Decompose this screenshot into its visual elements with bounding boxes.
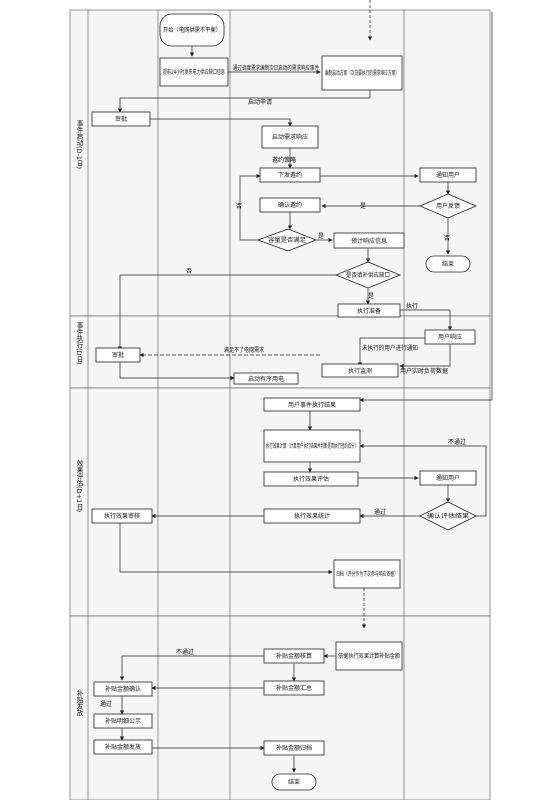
edge-label-via-release: 通过调度需求编制次日启动的需求响应事件: [233, 64, 319, 72]
phase-label-1: 事件启动(D-1日): [75, 119, 83, 169]
node-confirm-eval-text: 确认评估结果: [427, 512, 469, 520]
swimlane-grid: [69, 9, 491, 800]
node-confirm-eval: 确认评估结果: [419, 501, 477, 531]
node-eval-stats: 执行效果统计: [263, 508, 361, 524]
node-eval-approve-text: 执行效果审核: [104, 512, 140, 520]
node-eval-assess-text: 执行效果评估: [293, 475, 329, 483]
edge-label-not-met: 满足不了电网需求: [224, 346, 264, 354]
node-user-feedback: 用户反馈: [418, 193, 478, 219]
edge-label-yes: 是: [368, 293, 374, 300]
node-dispatch: 下发邀约: [259, 167, 321, 183]
node-end-1-text: 结束: [442, 260, 454, 268]
node-eval-stats-text: 执行效果统计: [294, 512, 330, 520]
edges: [117, 0, 493, 773]
node-archive-text: 归档（评分作为下次参与响应依据）: [336, 570, 398, 578]
node-subsidy-summary: 补贴金额汇总: [263, 680, 325, 696]
edge-label-no: 否: [186, 268, 192, 275]
node-dispatch-text: 下发邀约: [278, 171, 302, 179]
node-confirm-invite: 确认邀约: [259, 197, 321, 213]
node-subsidy-archive: 补贴金额归档: [263, 740, 325, 756]
edge-label-invite-strategy: 邀约策略: [272, 156, 296, 164]
node-notify-user-2-text: 通知用户: [436, 474, 460, 482]
node-orderly-power: 启动有序用电: [233, 372, 299, 385]
node-approve-2: 审批: [95, 347, 141, 363]
node-user-response-text: 用户响应: [438, 333, 462, 341]
node-notify-user-1: 通知用户: [419, 167, 477, 183]
edge-label-fail: 不通过: [448, 438, 466, 446]
node-subsidy-check: 补贴金额核算: [263, 648, 325, 664]
phase-band-1: [69, 9, 491, 317]
node-subsidy-public: 补贴明细公示: [93, 713, 153, 729]
node-subsidy-pay: 补贴金额发放: [93, 739, 153, 755]
edge-label-unexec-user: 未执行的用户进行通知: [362, 344, 418, 352]
node-meet-decision: 容量是否满足: [256, 228, 318, 252]
node-est-response-text: 预计响应信息: [351, 237, 387, 245]
node-end-1: 结束: [425, 255, 471, 273]
phase-label-3: 效果评估(D+1日): [75, 459, 83, 512]
node-eval-assess: 执行效果评估: [263, 471, 359, 487]
node-orderly-power-text: 启动有序用电: [248, 375, 284, 383]
node-approve-2-text: 审批: [112, 351, 124, 359]
node-exec-prepare: 执行准备: [337, 303, 401, 318]
node-meet-decision-text: 容量是否满足: [268, 236, 306, 244]
edge-label-execute: 执行: [406, 302, 418, 310]
node-user-feedback-text: 用户反馈: [436, 202, 460, 210]
node-event-result: 用户事件执行结果: [263, 397, 361, 412]
node-subsidy-confirm: 补贴金额确认: [93, 681, 153, 697]
node-end-2: 结束: [271, 773, 317, 791]
edge-label-no: 否: [236, 203, 242, 210]
node-user-response: 用户响应: [424, 329, 476, 345]
edge-label-yes: 是: [318, 233, 324, 240]
node-gap-decision-text: 是否填补供应缺口: [346, 271, 390, 279]
node-notify-user-2: 通知用户: [419, 470, 477, 486]
node-subsidy-summary-text: 补贴金额汇总: [276, 684, 312, 692]
edge-label-no: 否: [444, 235, 450, 242]
node-compile-plan-text: 编制启动方案（次日要执行的需求响应方案）: [325, 69, 399, 77]
node-start-dr-text: 启动需求响应: [272, 133, 308, 141]
node-start-text: 开始（电网供需不平衡）: [163, 26, 221, 34]
node-subsidy-pay-text: 补贴金额发放: [105, 743, 141, 751]
node-start: 开始（电网供需不平衡）: [159, 13, 225, 47]
node-eval-calc: 执行效果计算（计算用户执行结果并判断是否执行违约扣分）: [263, 429, 361, 463]
edge-label-user-load-data: 用户实时负荷数据: [400, 367, 448, 375]
node-publish-gap: 提前24小时发布电力供应缺口信息: [159, 57, 229, 87]
node-subsidy-public-text: 补贴明细公示: [105, 717, 141, 725]
node-event-result-text: 用户事件执行结果: [288, 401, 336, 409]
phase-label-4: 补贴发放: [75, 689, 83, 718]
node-subsidy-calc-text: 依据执行效果计算补贴金额: [338, 652, 400, 660]
edge-label-pass: 通过: [100, 700, 112, 708]
node-eval-calc-text: 执行效果计算（计算用户执行结果并判断是否执行违约扣分）: [266, 442, 358, 450]
node-compile-plan: 编制启动方案（次日要执行的需求响应方案）: [321, 55, 403, 91]
node-subsidy-confirm-text: 补贴金额确认: [105, 685, 141, 693]
node-exec-monitor-text: 执行监测: [348, 367, 372, 375]
node-exec-monitor: 执行监测: [321, 363, 399, 378]
node-confirm-invite-text: 确认邀约: [278, 201, 302, 209]
node-approve-1-text: 审批: [115, 115, 127, 123]
node-subsidy-check-text: 补贴金额核算: [276, 652, 312, 660]
edge-label-fail: 不通过: [176, 648, 194, 656]
node-subsidy-calc: 依据执行效果计算补贴金额: [335, 641, 403, 671]
node-start-dr: 启动需求响应: [261, 125, 319, 149]
phase-band-3: [69, 387, 491, 617]
edge-labels: 通过调度需求编制次日启动的需求响应事件 启动申请 邀约策略 是 否 是 否 否 …: [100, 64, 466, 708]
node-approve-1: 审批: [91, 111, 151, 127]
node-eval-approve: 执行效果审核: [91, 508, 153, 524]
phase-label-2: 事件执行(D日): [75, 321, 83, 365]
node-notify-user-1-text: 通知用户: [436, 171, 460, 179]
node-publish-gap-text: 提前24小时发布电力供应缺口信息: [163, 68, 225, 76]
node-subsidy-archive-text: 补贴金额归档: [276, 744, 312, 752]
node-gap-decision: 是否填补供应缺口: [334, 261, 402, 289]
node-end-2-text: 结束: [288, 778, 300, 786]
edge-label-start-apply: 启动申请: [248, 98, 272, 106]
node-archive: 归档（评分作为下次参与响应依据）: [333, 559, 401, 589]
phase-band-4: [69, 615, 491, 800]
node-est-response: 预计响应信息: [333, 232, 405, 249]
node-exec-prepare-text: 执行准备: [357, 307, 381, 315]
edge-label-yes: 是: [360, 203, 366, 210]
edge-label-pass: 通过: [374, 508, 386, 516]
